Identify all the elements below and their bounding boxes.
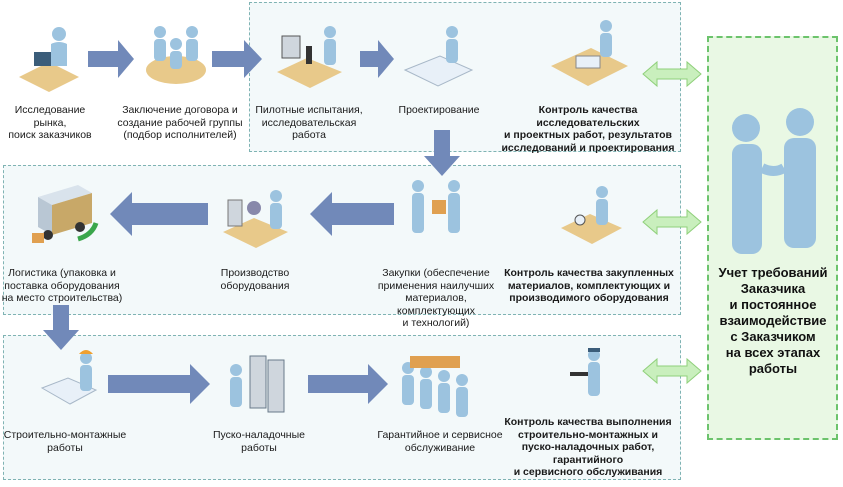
label-qc-research: Контроль качества исследовательских и пр… <box>501 104 675 154</box>
service-team-icon <box>402 356 468 417</box>
lab-research-icon <box>277 26 342 88</box>
team-meeting-icon <box>146 26 206 84</box>
label-contract: Заключение договора и создание рабочей г… <box>117 104 243 141</box>
label-design: Проектирование <box>398 104 480 116</box>
arrow-right-4 <box>108 364 210 404</box>
arrow-right-1 <box>88 40 134 78</box>
arrow-left-1 <box>310 192 394 236</box>
customer-panel-label: Учет требований Заказчика и постоянное в… <box>718 265 828 376</box>
design-drafting-icon <box>403 26 474 87</box>
label-construction: Строительно-монтажные работы <box>3 429 127 454</box>
label-procurement: Закупки (обеспечение применения наилучши… <box>377 267 495 329</box>
label-qc-construction: Контроль качества выполнения строительно… <box>504 416 672 478</box>
double-arrow-2 <box>642 209 702 235</box>
label-production: Производство оборудования <box>220 267 290 292</box>
arrow-down-2 <box>43 305 79 350</box>
construction-worker-icon <box>40 350 98 405</box>
label-logistics: Логистика (упаковка и поставка оборудова… <box>1 267 123 304</box>
procurement-icon <box>412 180 460 233</box>
inspection-icon <box>561 186 622 244</box>
arrow-down-1 <box>424 130 460 176</box>
label-warranty: Гарантийное и сервисное обслуживание <box>377 429 503 454</box>
label-commissioning: Пуско-наладочные работы <box>213 429 305 454</box>
arrow-right-3 <box>360 40 394 78</box>
double-arrow-1 <box>642 61 702 87</box>
delivery-truck-icon <box>32 185 99 243</box>
arrow-right-2 <box>212 40 262 78</box>
customer-panel <box>707 36 838 440</box>
panel-procurement-production <box>3 165 681 315</box>
arrow-right-5 <box>308 364 388 404</box>
manufacturing-icon <box>223 190 288 248</box>
person-at-computer-icon <box>19 27 79 92</box>
double-arrow-3 <box>642 358 702 384</box>
label-qc-procurement: Контроль качества закупленных материалов… <box>504 267 674 304</box>
inspector-flashlight-icon <box>570 348 600 396</box>
server-racks-icon <box>230 355 285 413</box>
label-pilot-tests: Пилотные испытания, исследовательская ра… <box>255 104 363 141</box>
label-market-research: Исследование рынка, поиск заказчиков <box>8 104 92 141</box>
handshake-icon <box>732 108 816 254</box>
panel-construction-service <box>3 335 681 480</box>
quality-control-desk-icon <box>551 20 628 86</box>
arrow-left-2 <box>110 192 208 236</box>
